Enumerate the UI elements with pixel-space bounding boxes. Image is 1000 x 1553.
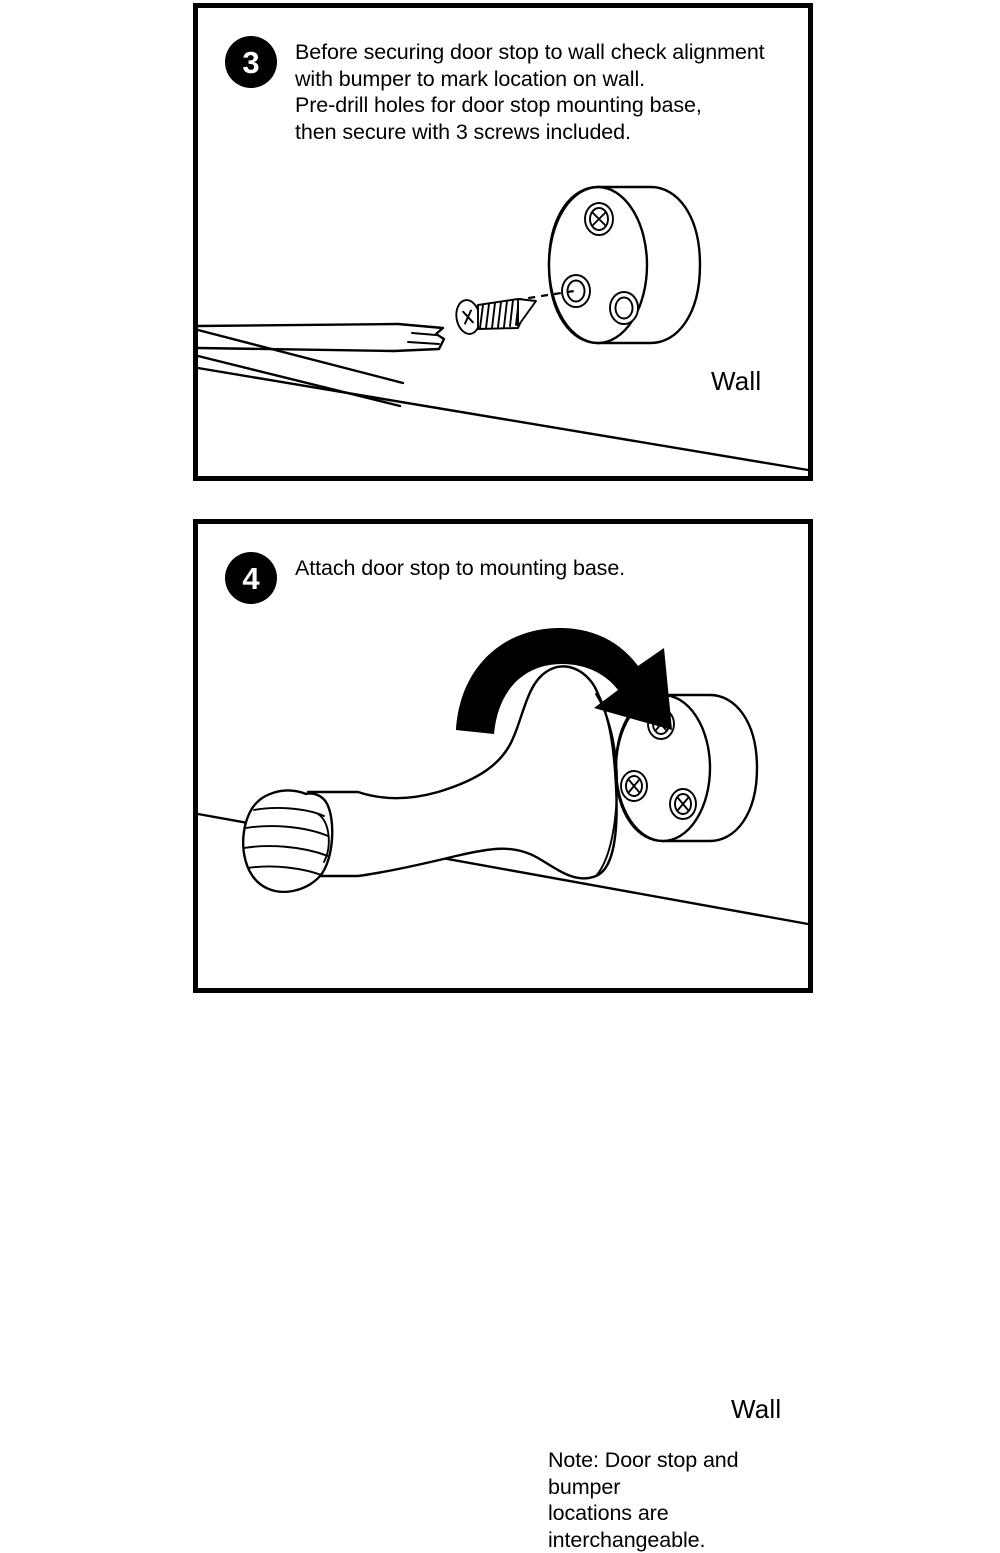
mounting-base-disc-3 [547,185,702,345]
step-3-number-badge: 3 [225,36,277,88]
screw-3 [455,298,537,335]
panel-step-4: 4 Attach door stop to mounting base. [193,519,813,1552]
base-hole-left-empty-3 [561,274,591,308]
step-4-number-badge: 4 [225,552,277,604]
rotation-arrow-4 [456,628,672,734]
step-3-illustration [196,185,810,472]
step-4-illustration [196,628,810,926]
base-hole-top-with-screw-3 [584,202,614,236]
step-3-instruction-text: Before securing door stop to wall check … [295,40,765,144]
panel-step-3: 3 Before securing door stop to wall chec… [193,3,813,481]
step-4-instruction-text: Attach door stop to mounting base. [295,556,626,580]
step-3-header: 3 Before securing door stop to wall chec… [225,36,765,145]
base-screw-right-4 [669,788,697,820]
base-screw-left-4 [620,770,648,802]
step-4-note-text: Note: Door stop and bumper locations are… [548,1448,739,1552]
instruction-sheet: 3 Before securing door stop to wall chec… [193,3,813,1552]
wall-label-step-3: Wall [711,366,762,396]
wall-label-step-4: Wall [731,1394,782,1424]
wall-line-3 [196,366,810,472]
screwdriver-3 [196,322,446,408]
door-stop-body-4 [304,665,619,880]
base-hole-right-empty-3 [609,291,639,325]
step-4-header: 4 Attach door stop to mounting base. [225,552,625,604]
rubber-bumper-tip-4 [241,789,334,893]
